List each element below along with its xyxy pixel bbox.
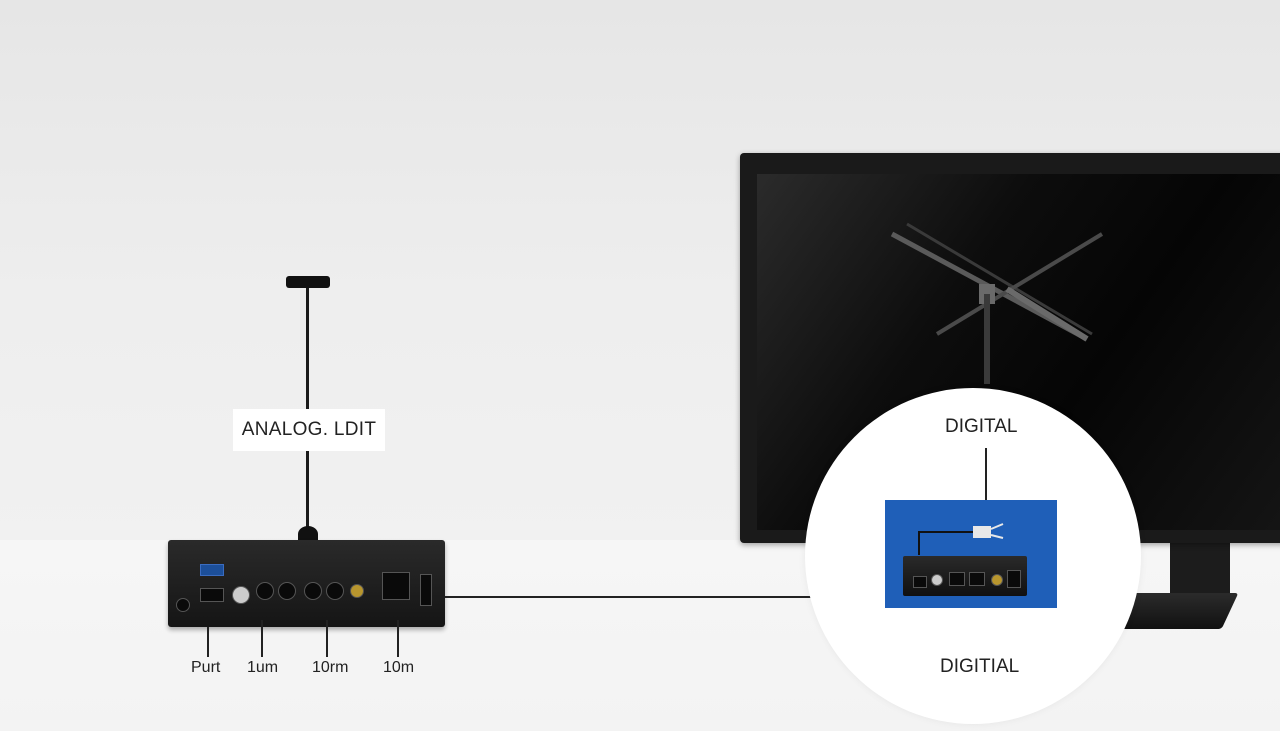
hdmi-port: [200, 588, 224, 602]
antenna-icon: [890, 222, 1104, 384]
digital-port-5: [991, 574, 1003, 586]
av-port-4: [326, 582, 344, 600]
av-port-2: [278, 582, 296, 600]
callout-label-2: 1um: [247, 659, 279, 676]
digital-port-4: [969, 572, 985, 586]
callout-line-4: [397, 620, 399, 657]
digital-port-1: [913, 576, 927, 588]
usb-port: [200, 564, 224, 576]
coax-port: [232, 586, 250, 604]
callout-line-1: [207, 627, 209, 657]
callout-label-1: Purt: [191, 659, 221, 676]
analog-label: ANALOG. LDIT: [233, 409, 385, 451]
av-port-1: [256, 582, 274, 600]
antenna-base: [298, 526, 318, 542]
digital-port-6: [1007, 570, 1021, 588]
antenna-cap: [286, 276, 330, 288]
rca-port: [350, 584, 364, 598]
digital-label-top: DIGITAL: [945, 416, 1018, 437]
digital-port-3: [949, 572, 965, 586]
callout-line-2: [261, 620, 263, 657]
digital-label-bottom: DIGITIAL: [940, 656, 1020, 677]
set-top-box-icon: [168, 540, 445, 627]
digital-set-top-box-icon: [903, 556, 1027, 596]
connection-line: [445, 596, 815, 598]
plug-icon: [918, 523, 1004, 555]
av-port-3: [304, 582, 322, 600]
callout-line-3: [326, 620, 328, 657]
callout-label-3: 10rm: [312, 659, 349, 676]
digital-port-2: [931, 574, 943, 586]
callout-label-4: 10m: [383, 659, 415, 676]
power-port: [382, 572, 410, 600]
side-port: [420, 574, 432, 606]
reset-button-icon: [176, 598, 190, 612]
digital-line: [985, 448, 987, 500]
tv-neck: [1170, 540, 1230, 600]
